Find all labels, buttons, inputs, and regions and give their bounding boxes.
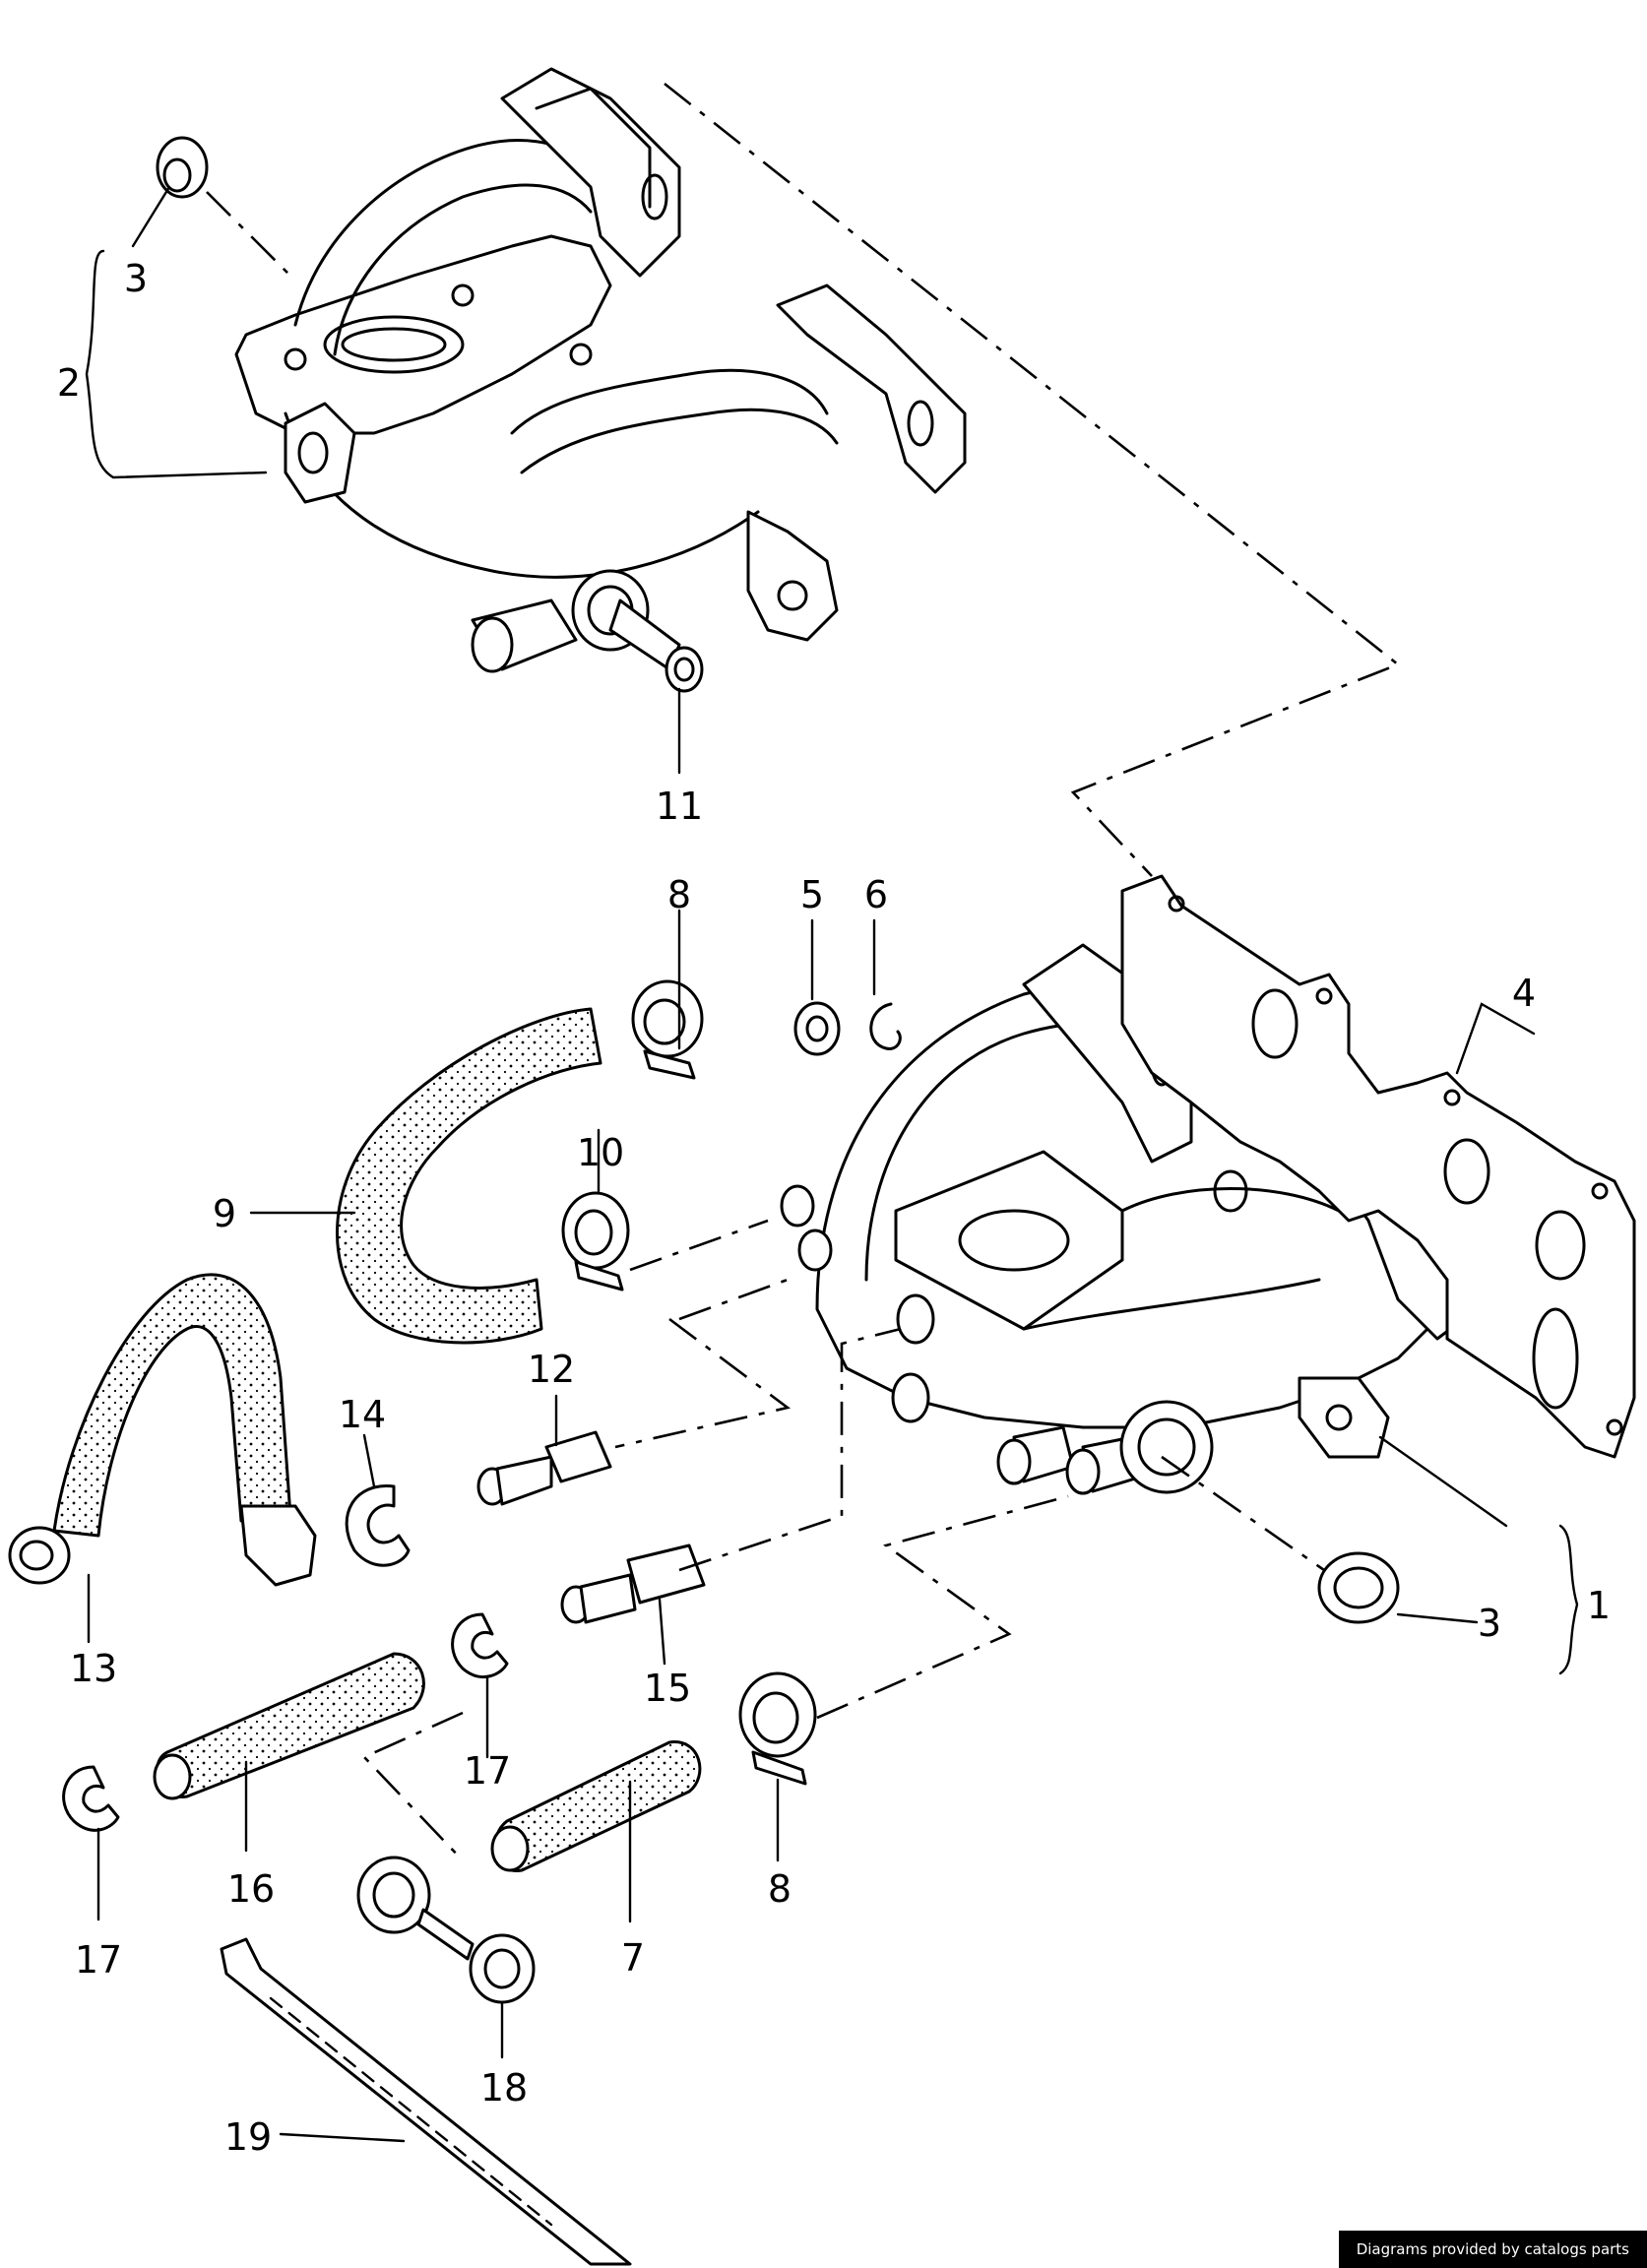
double-clamp: [356, 1856, 536, 2004]
hose-clamp-mid: [561, 1191, 630, 1292]
callout-18: 18: [480, 2066, 528, 2110]
leader-lines: [85, 185, 1579, 2143]
callout-9: 9: [213, 1192, 236, 1235]
callout-11: 11: [656, 785, 703, 828]
callout-3-bottom: 3: [1478, 1602, 1501, 1645]
connector-fitting-12: [476, 1430, 612, 1506]
callout-6: 6: [864, 873, 888, 916]
connector-fitting-15: [560, 1544, 706, 1624]
callout-8-bottom: 8: [768, 1867, 792, 1911]
small-clamp-17-upper: [451, 1612, 509, 1679]
small-clamp-17-lower: [62, 1765, 120, 1832]
callout-8-top: 8: [667, 873, 691, 916]
bent-hose: [52, 1273, 292, 1538]
hose-16-end: [153, 1753, 192, 1800]
hose-7-end: [490, 1825, 530, 1872]
callout-12: 12: [528, 1348, 575, 1391]
callout-17-lower: 17: [75, 1938, 122, 1982]
callout-19: 19: [224, 2115, 272, 2159]
hose-end-fitting: [8, 1504, 317, 1587]
seal-ring-bottom: [1317, 1551, 1400, 1624]
callout-13: 13: [70, 1647, 117, 1690]
callout-2: 2: [57, 361, 81, 405]
hose-clamp-upper: [631, 979, 704, 1080]
small-clamp-14: [345, 1484, 411, 1567]
diagram-credit: Diagrams provided by catalogs parts: [1338, 2231, 1647, 2268]
seal-ring-top: [156, 136, 209, 199]
callout-5: 5: [800, 873, 824, 916]
manifold-gasket: [1120, 874, 1636, 1459]
callout-3-top: 3: [124, 257, 148, 300]
curved-hose: [336, 1007, 602, 1345]
callout-labels: 3 2 11 8 5 6 4 9 10 12 14 13 15 17 16 7 …: [57, 257, 1611, 2159]
callout-7: 7: [621, 1936, 645, 1980]
callout-17-upper: 17: [464, 1749, 511, 1793]
upper-intake-manifold: [234, 67, 967, 693]
straight-hose-16: [156, 1652, 425, 1798]
callout-10: 10: [577, 1131, 624, 1174]
assembly-lines: [206, 82, 1401, 1861]
hose-clamp-lower: [738, 1671, 817, 1786]
callout-4: 4: [1512, 972, 1536, 1015]
mounting-tool: [220, 1937, 632, 2266]
callout-16: 16: [227, 1867, 275, 1911]
nut: [793, 1001, 841, 1056]
spring-washer: [869, 1002, 902, 1050]
callout-1: 1: [1587, 1584, 1611, 1627]
callout-15: 15: [644, 1667, 691, 1710]
callout-14: 14: [339, 1393, 386, 1436]
